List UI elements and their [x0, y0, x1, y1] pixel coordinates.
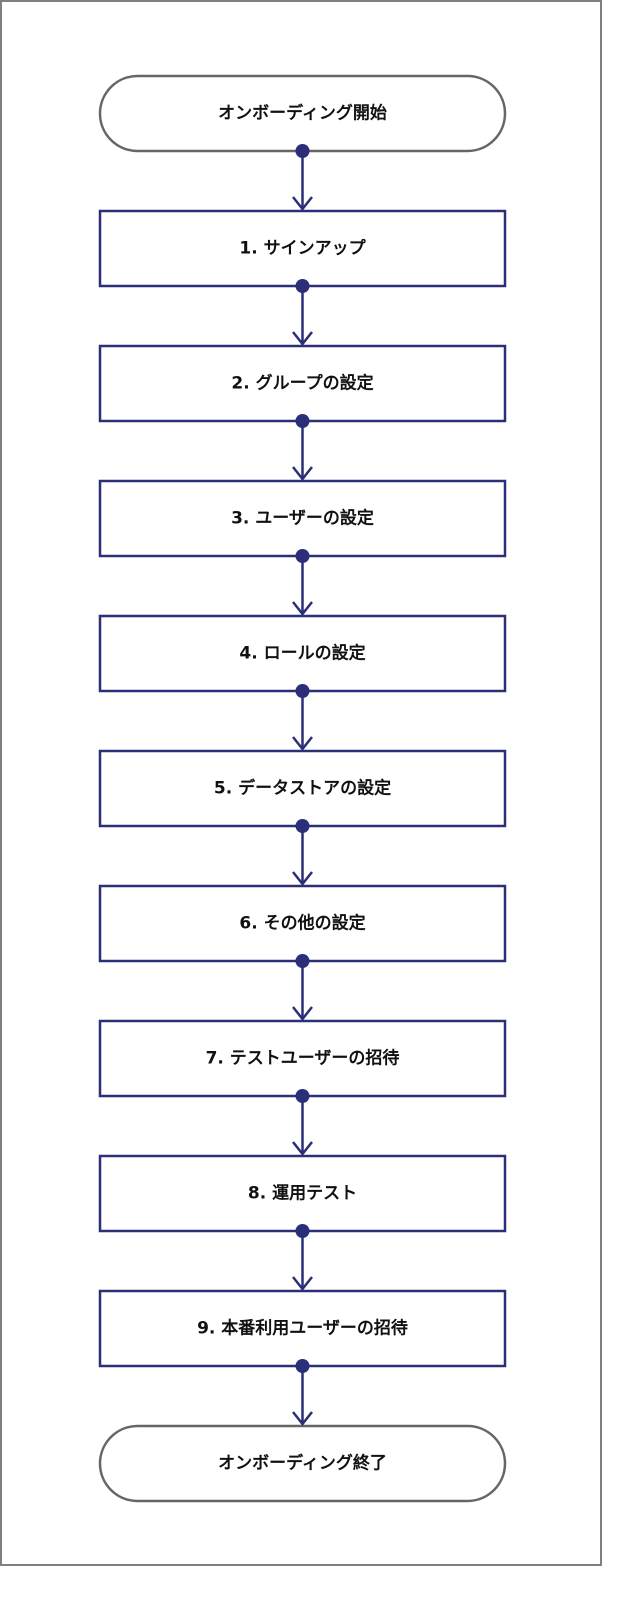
connector	[292, 151, 313, 212]
connector-dot	[295, 684, 310, 698]
connector-dot	[295, 144, 310, 158]
connector-dot	[295, 279, 310, 293]
step-node-label: 4. ロールの設定	[239, 643, 365, 664]
step-node-label: 3. ユーザーの設定	[231, 508, 374, 529]
connector-dot	[295, 1089, 310, 1103]
connector-dot	[295, 1359, 310, 1373]
end-node-label: オンボーディング終了	[218, 1453, 387, 1474]
step-node-label: 1. サインアップ	[239, 238, 366, 259]
step-node-label: 8. 運用テスト	[248, 1184, 357, 1204]
step-node: 4. ロールの設定	[98, 614, 507, 693]
connector-dot	[295, 954, 310, 968]
connector	[292, 1096, 313, 1157]
step-node-label: 7. テストユーザーの招待	[206, 1048, 400, 1069]
connector-dot	[295, 1224, 310, 1238]
step-node: 3. ユーザーの設定	[98, 479, 507, 558]
step-node: 1. サインアップ	[98, 209, 507, 288]
connector	[292, 1366, 313, 1427]
step-node-label: 5. データストアの設定	[214, 778, 391, 799]
diagram-frame: オンボーディング開始 1. サインアップ 2. グループの設定 3. ユーザーの…	[0, 0, 602, 1566]
step-node-shape	[98, 479, 507, 558]
connector	[292, 556, 313, 617]
connector	[292, 1231, 313, 1292]
start-node: オンボーディング開始	[98, 74, 507, 153]
connector-dot	[295, 414, 310, 428]
connector-dot	[295, 549, 310, 563]
step-node: 6. その他の設定	[98, 884, 507, 963]
step-node-label: 9. 本番利用ユーザーの招待	[197, 1318, 408, 1339]
connector-dot	[295, 819, 310, 833]
end-node: オンボーディング終了	[98, 1424, 507, 1503]
step-node: 5. データストアの設定	[98, 749, 507, 828]
step-node-shape	[98, 1154, 507, 1233]
step-node-shape	[98, 1289, 507, 1368]
start-node-label: オンボーディング開始	[218, 103, 387, 124]
connector	[292, 826, 313, 887]
step-node-label: 2. グループの設定	[231, 373, 373, 394]
step-node: 7. テストユーザーの招待	[98, 1019, 507, 1098]
step-node-shape	[98, 1019, 507, 1098]
step-node: 9. 本番利用ユーザーの招待	[98, 1289, 507, 1368]
step-node-label: 6. その他の設定	[239, 913, 365, 934]
onboarding-flowchart: オンボーディング開始 1. サインアップ 2. グループの設定 3. ユーザーの…	[98, 74, 507, 1503]
step-node-shape	[98, 209, 507, 288]
connector	[292, 421, 313, 482]
step-node: 2. グループの設定	[98, 344, 507, 423]
connector	[292, 691, 313, 752]
step-node: 8. 運用テスト	[98, 1154, 507, 1233]
connector	[292, 286, 313, 347]
connector	[292, 961, 313, 1022]
